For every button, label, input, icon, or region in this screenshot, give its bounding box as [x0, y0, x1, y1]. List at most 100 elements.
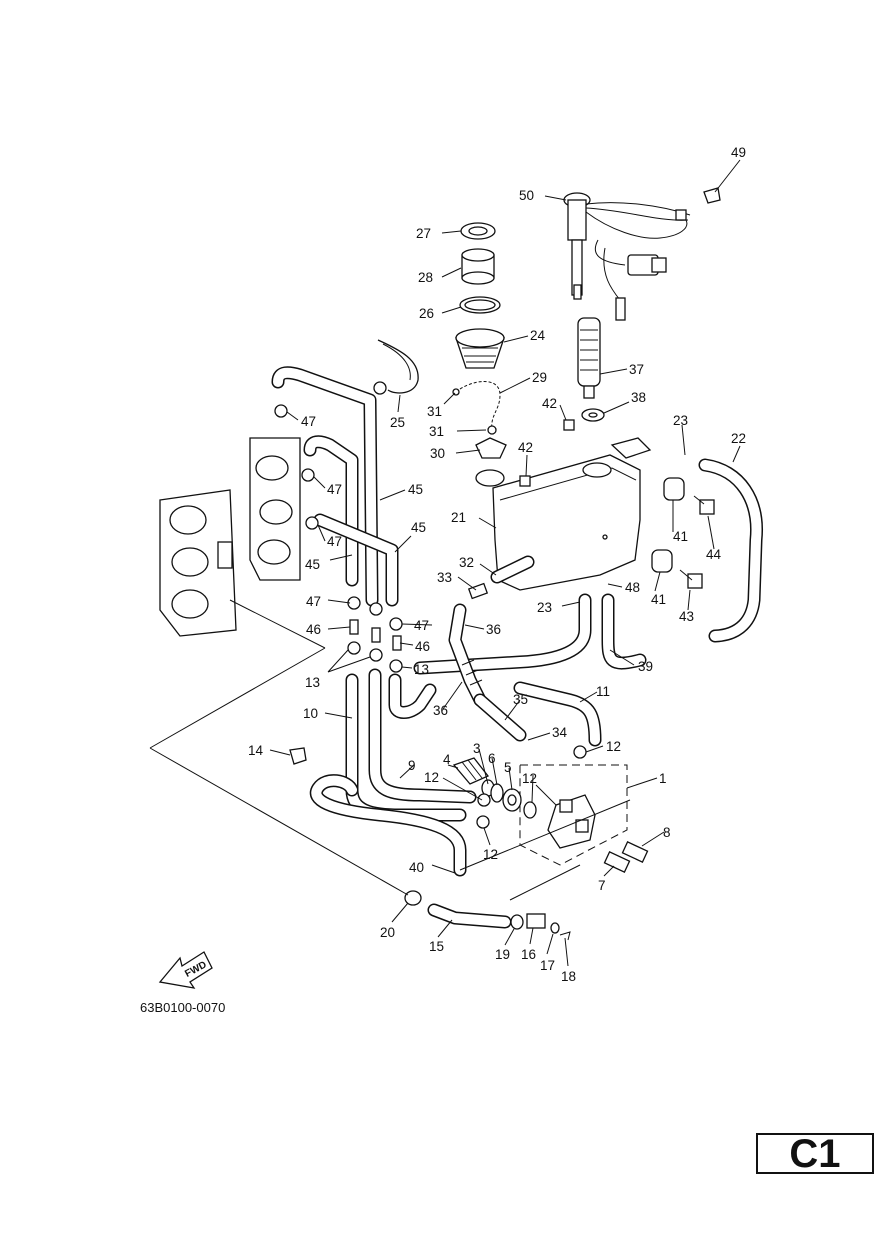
callout-10: 10: [303, 706, 318, 721]
hose-35: [473, 693, 527, 742]
callout-47b: 47: [327, 482, 342, 497]
callout-7: 7: [598, 878, 606, 893]
callout-17: 17: [540, 958, 555, 973]
callout-12c: 12: [522, 771, 537, 786]
hose-45: [271, 366, 399, 607]
clip-12b: [477, 793, 491, 807]
callout-47d: 47: [306, 594, 321, 609]
clamp-49: [703, 187, 721, 204]
callout-13b: 13: [414, 662, 429, 677]
callout-20: 20: [380, 925, 395, 940]
hose-36: [448, 603, 487, 707]
callout-31b: 31: [429, 424, 444, 439]
oil-level-sensor-50: [563, 192, 691, 321]
callout-23b: 23: [537, 600, 552, 615]
callout-18: 18: [561, 969, 576, 984]
clamp-20: [404, 890, 422, 906]
clamp-14: [289, 747, 307, 765]
callout-14: 14: [248, 743, 264, 758]
callout-15: 15: [429, 939, 444, 954]
bushing-5: [502, 788, 522, 812]
hose-40: [309, 774, 467, 877]
callout-labels: 49 50 27 28 26 24 29 37 31 25 42 38 47 2…: [248, 145, 746, 984]
grommet-41a: [663, 477, 685, 501]
callout-31a: 31: [427, 404, 442, 419]
fitting-16: [526, 913, 546, 929]
bolt-7: [603, 851, 631, 873]
callout-9: 9: [408, 758, 416, 773]
callout-12a: 12: [606, 739, 621, 754]
callout-49: 49: [731, 145, 746, 160]
callout-46b: 46: [415, 639, 430, 654]
chain-29: [452, 381, 501, 435]
callout-8: 8: [663, 825, 671, 840]
callout-35: 35: [513, 692, 528, 707]
hose-9: [368, 668, 477, 804]
callout-47a: 47: [301, 414, 316, 429]
callout-3: 3: [473, 741, 481, 756]
callout-4: 4: [443, 752, 451, 767]
callout-27: 27: [416, 226, 431, 241]
callout-45a: 45: [408, 482, 423, 497]
check-valve-46b: [371, 627, 402, 651]
cap-30: [475, 437, 507, 459]
washer-19: [510, 914, 524, 930]
callout-1: 1: [659, 771, 667, 786]
washer-38: [581, 408, 605, 422]
callout-36b: 36: [433, 703, 448, 718]
page-tag: C1: [756, 1133, 874, 1174]
callout-28: 28: [418, 270, 433, 285]
clip-47a: [274, 404, 288, 418]
cap-28: [461, 248, 495, 285]
callout-21: 21: [451, 510, 466, 525]
bolt-8: [621, 841, 649, 863]
callout-48: 48: [625, 580, 640, 595]
callout-12d: 12: [483, 847, 498, 862]
oil-tank-21: [475, 437, 652, 591]
callout-50: 50: [519, 188, 534, 203]
fwd-arrow-icon: FWD: [158, 951, 213, 989]
callout-42b: 42: [518, 440, 533, 455]
clip-12a: [573, 745, 587, 759]
hose-22: [698, 458, 763, 643]
callout-47e: 47: [414, 618, 429, 633]
callout-43: 43: [679, 609, 694, 624]
callout-36a: 36: [486, 622, 501, 637]
callout-29: 29: [532, 370, 547, 385]
clip-18: [559, 931, 571, 941]
clip-47e: [389, 617, 403, 631]
callout-26: 26: [419, 306, 434, 321]
hose-32: [490, 555, 535, 584]
document-code: 63B0100-0070: [140, 1000, 225, 1015]
callout-24: 24: [530, 328, 546, 343]
callout-47c: 47: [327, 534, 342, 549]
callout-6: 6: [488, 751, 496, 766]
carburetor-assembly: [159, 437, 301, 637]
strainer-cup-24: [455, 328, 505, 369]
callout-13a: 13: [305, 675, 320, 690]
callout-38: 38: [631, 390, 646, 405]
hose-11: [513, 681, 602, 747]
callout-44: 44: [706, 547, 722, 562]
clip-12c: [476, 815, 490, 829]
leader-lines: [269, 159, 741, 967]
callout-33: 33: [437, 570, 452, 585]
callout-19: 19: [495, 947, 510, 962]
callout-39: 39: [638, 659, 653, 674]
callout-40: 40: [409, 860, 424, 875]
o-ring-12: [523, 801, 537, 819]
callout-11: 11: [596, 684, 610, 699]
callout-5: 5: [504, 760, 512, 775]
driven-gear-4: [452, 757, 490, 785]
callout-45b: 45: [411, 520, 426, 535]
clip-47c: [305, 516, 319, 530]
bolt-43: [679, 569, 703, 589]
callout-37: 37: [629, 362, 644, 377]
oil-pump-assembly-1: [519, 764, 628, 866]
callout-12b: 12: [424, 770, 439, 785]
callout-45c: 45: [305, 557, 320, 572]
hose-39: [413, 593, 647, 675]
check-valve-46a: [349, 619, 359, 635]
hose-15: [427, 903, 512, 929]
